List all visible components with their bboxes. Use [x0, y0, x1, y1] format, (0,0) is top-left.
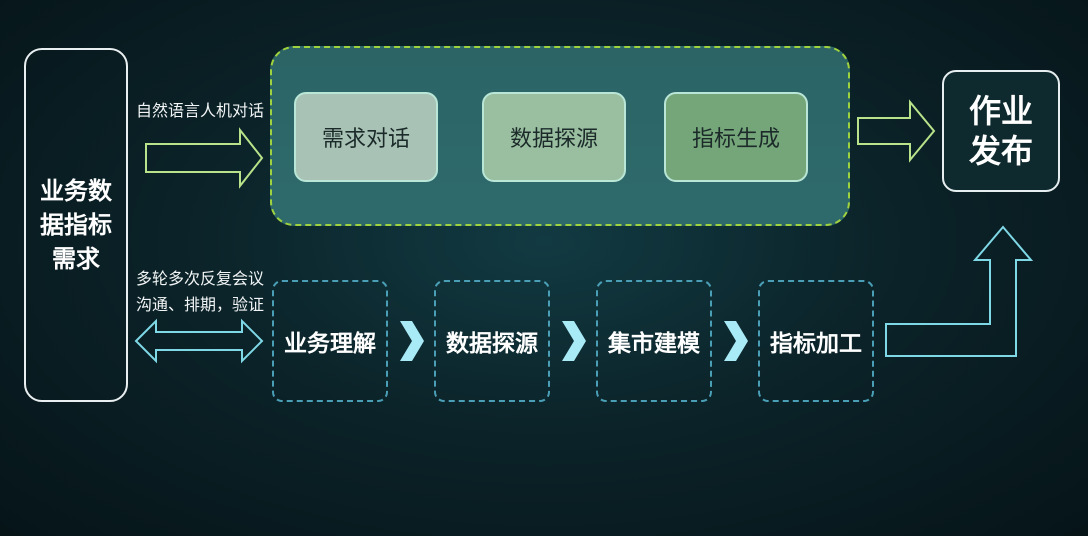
trad-step-data-sourcing: 数据探源 [434, 280, 550, 402]
ai-flow-caption: 自然语言人机对话 [136, 101, 265, 120]
business-demand-box: 业务数 据指标 需求 [24, 48, 128, 402]
traditional-flow-caption: 多轮多次反复会议 沟通、排期，验证 [136, 269, 265, 314]
trad-step-business-understanding: 业务理解 [272, 280, 388, 402]
chevron-right-icon [400, 321, 424, 361]
business-demand-label: 业务数 据指标 需求 [40, 177, 112, 273]
double-arrow-outline-icon [134, 318, 264, 364]
ai-step-demand-dialogue: 需求对话 [294, 92, 438, 182]
ai-step-metric-generation: 指标生成 [664, 92, 808, 182]
ai-step-data-sourcing: 数据探源 [482, 92, 626, 182]
trad-step-mart-modeling: 集市建模 [596, 280, 712, 402]
job-publish-label: 作业 发布 [968, 92, 1033, 170]
chevron-right-icon [562, 321, 586, 361]
trad-step-metric-processing: 指标加工 [758, 280, 874, 402]
chevron-right-icon [724, 321, 748, 361]
arrow-up-elbow-outline-icon [885, 225, 1034, 357]
job-publish-box: 作业 发布 [942, 70, 1060, 192]
arrow-right-outline-icon [145, 127, 264, 189]
arrow-right-outline-icon [857, 99, 936, 163]
